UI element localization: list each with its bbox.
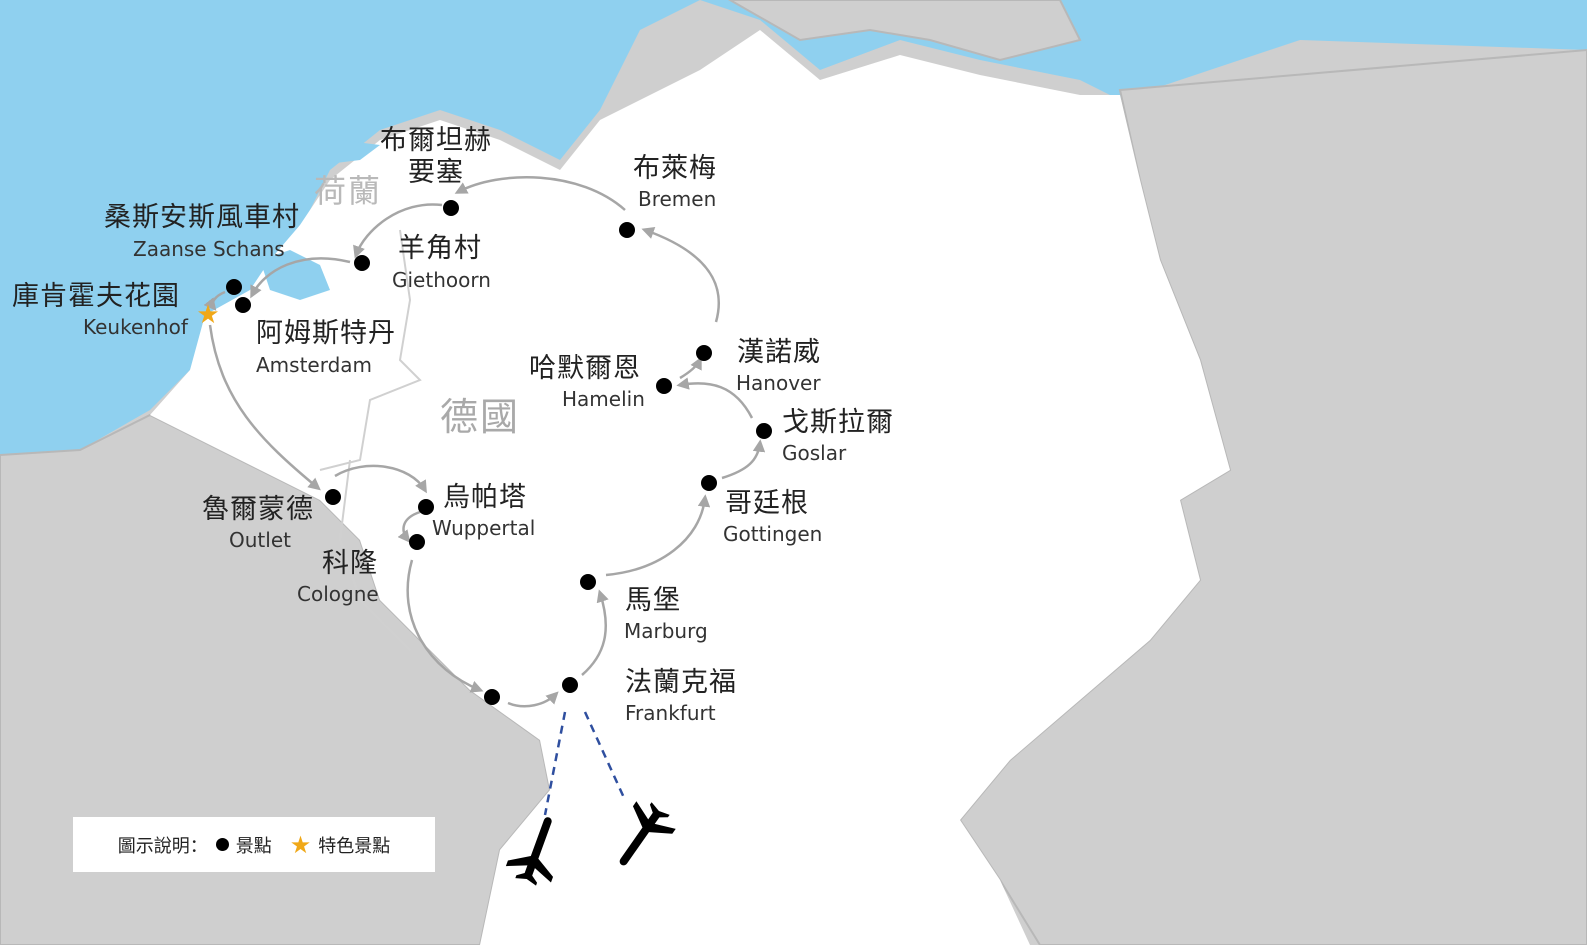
stop-label-hamelin: 哈默爾恩 <box>529 353 641 384</box>
stop-dot-hanover <box>696 345 712 361</box>
stop-sublabel-bremen: Bremen <box>638 187 717 211</box>
stop-label-goslar: 戈斯拉爾 <box>782 407 894 438</box>
stop-sublabel-marburg: Marburg <box>624 619 708 643</box>
stop-sublabel-frankfurt: Frankfurt <box>625 701 716 725</box>
region-label-germany: 德國 <box>440 395 521 439</box>
stop-dot-heidelberg <box>484 689 500 705</box>
stop-dot-bremen <box>619 222 635 238</box>
stop-dot-outlet <box>325 489 341 505</box>
legend-prefix: 圖示說明： <box>117 835 208 857</box>
stop-sublabel-cologne: Cologne <box>297 582 379 606</box>
stop-label-cologne: 科隆 <box>322 548 378 579</box>
stop-label-marburg: 馬堡 <box>625 585 681 616</box>
stop-sublabel-gottingen: Gottingen <box>723 522 823 546</box>
stop-label-hanover: 漢諾威 <box>737 337 821 368</box>
plane-icon <box>619 801 676 866</box>
stop-label-bourtange: 布爾坦赫 要塞 <box>380 125 492 189</box>
flight-links <box>543 711 627 816</box>
stop-dot-frankfurt <box>562 677 578 693</box>
stop-sublabel-goslar: Goslar <box>782 441 847 465</box>
stop-dot-amsterdam <box>235 297 251 313</box>
region-label-netherlands: 荷蘭 <box>314 172 383 210</box>
stop-dot-bourtange <box>443 200 459 216</box>
stop-markers <box>226 200 772 705</box>
legend-attraction-label: 景點 <box>235 835 272 857</box>
stop-sublabel-wuppertal: Wuppertal <box>432 516 536 540</box>
map-legend: 圖示說明： 景點 ★ 特色景點 <box>73 817 435 872</box>
stop-dot-gottingen <box>701 475 717 491</box>
stop-sublabel-giethoorn: Giethoorn <box>392 268 491 292</box>
stop-label-giethoorn: 羊角村 <box>398 233 482 264</box>
route <box>203 176 766 708</box>
stop-dot-giethoorn <box>354 255 370 271</box>
focus-land <box>150 30 1230 945</box>
stop-dot-wuppertal <box>418 499 434 515</box>
stop-sublabel-outlet: Outlet <box>229 528 291 552</box>
stop-sublabel-amsterdam: Amsterdam <box>256 353 373 377</box>
stop-dot-zaanse-schans <box>226 279 242 295</box>
stop-label-zaanse-schans: 桑斯安斯風車村 <box>104 202 300 233</box>
stop-sublabel-hanover: Hanover <box>736 371 821 395</box>
stop-sublabel-zaanse-schans: Zaanse Schans <box>133 237 285 261</box>
stop-dot-goslar <box>756 423 772 439</box>
stop-label-outlet: 魯爾蒙德 <box>202 494 314 525</box>
stop-label-frankfurt: 法蘭克福 <box>625 667 737 698</box>
plane-icon <box>505 817 554 886</box>
star-icon: ★ <box>289 830 312 859</box>
stop-dot-hamelin <box>656 378 672 394</box>
stop-label-bremen: 布萊梅 <box>633 153 717 184</box>
stop-label-keukenhof: 庫肯霍夫花園 <box>12 281 180 312</box>
stop-dot-cologne <box>409 534 425 550</box>
stop-label-amsterdam: 阿姆斯特丹 <box>256 318 396 349</box>
stop-dot-marburg <box>580 574 596 590</box>
legend-featured-label: 特色景點 <box>318 835 391 857</box>
dot-icon <box>215 838 229 851</box>
keukenhof-star-icon: ★ <box>196 300 219 330</box>
stop-label-wuppertal: 烏帕塔 <box>443 482 527 513</box>
stop-label-gottingen: 哥廷根 <box>725 488 809 519</box>
stop-sublabel-hamelin: Hamelin <box>562 387 645 411</box>
stop-sublabel-keukenhof: Keukenhof <box>83 315 188 339</box>
